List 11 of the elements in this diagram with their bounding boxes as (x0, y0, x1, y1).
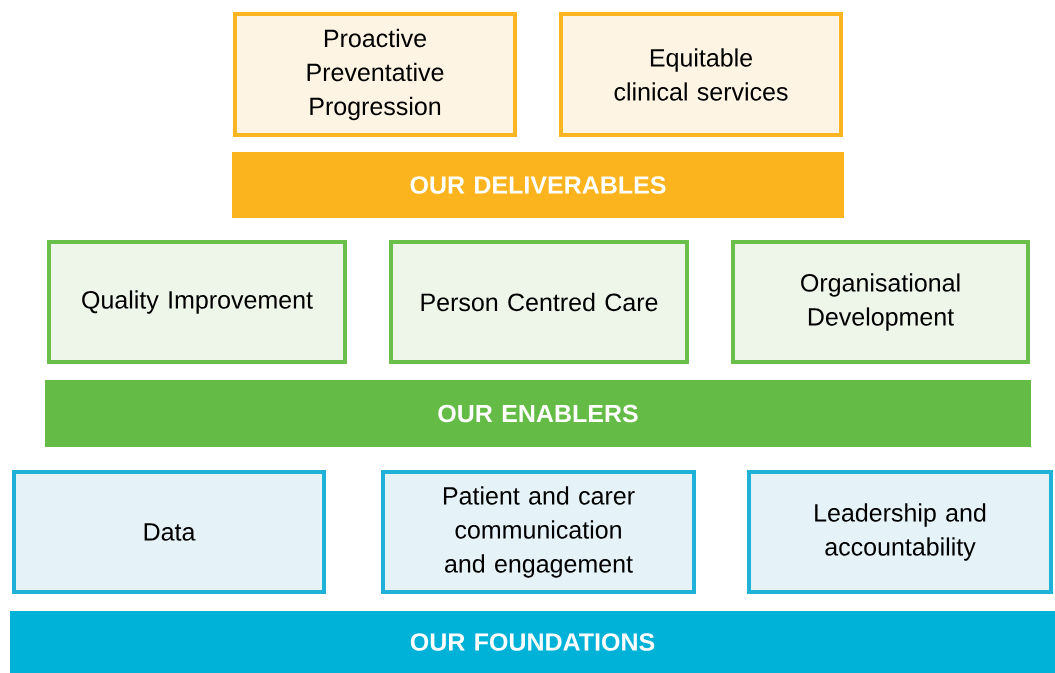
heading-band: OUR DELIVERABLES (232, 152, 844, 218)
pillar-box: Equitable clinical services (559, 12, 843, 137)
pillar-box: Proactive Preventative Progression (233, 12, 517, 137)
pillar-box: Leadership and accountability (747, 470, 1053, 594)
pillar-box: Data (12, 470, 326, 594)
pillar-box: Organisational Development (731, 240, 1030, 364)
heading-band: OUR FOUNDATIONS (10, 611, 1055, 673)
heading-band: OUR ENABLERS (45, 380, 1031, 447)
pillar-box: Patient and carer communication and engagement (381, 470, 696, 594)
pillar-box: Quality Improvement (47, 240, 347, 364)
pillar-box: Person Centred Care (389, 240, 689, 364)
